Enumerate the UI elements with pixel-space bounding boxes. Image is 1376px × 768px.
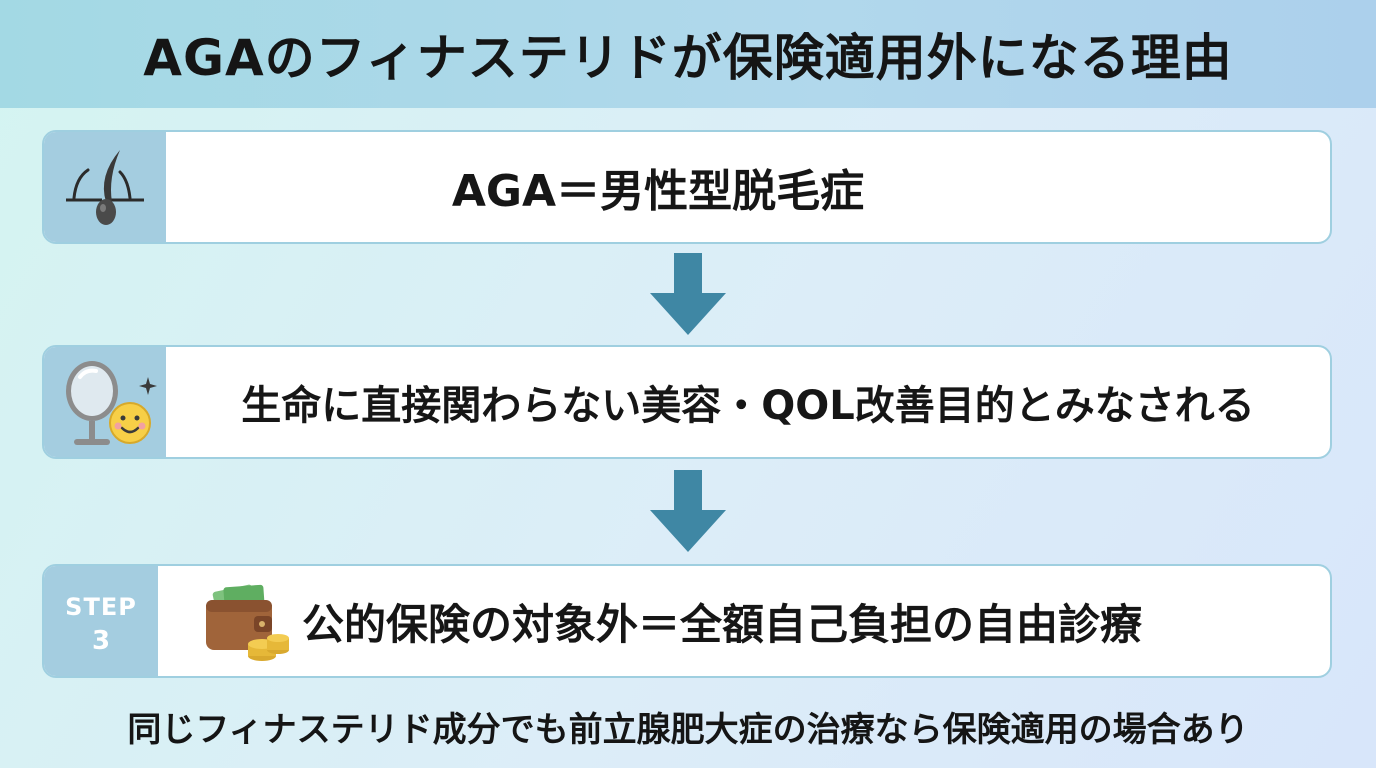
page-title: AGAのフィナステリドが保険適用外になる理由 (143, 29, 1233, 87)
arrow-down-icon (650, 253, 726, 335)
step-1-text: AGA＝男性型脱毛症 (451, 166, 865, 217)
footnote: 同じフィナステリド成分でも前立腺肥大症の治療なら保険適用の場合あり (127, 710, 1249, 750)
hair-follicle-icon (66, 150, 144, 225)
wallet-coins-icon (206, 584, 289, 661)
step-card-1: AGA＝男性型脱毛症 (42, 130, 1332, 244)
step-card-3: STEP 3 公的保険の対象外＝全額自己負担の自由診療 (42, 564, 1332, 678)
step-3-text: 公的保険の対象外＝全額自己負担の自由診療 (302, 599, 1143, 649)
header-banner: AGAのフィナステリドが保険適用外になる理由 (0, 0, 1376, 108)
step-number: 3 (91, 626, 111, 656)
step-card-2: 生命に直接関わらない美容・QOL改善目的とみなされる (42, 345, 1332, 459)
step-word: STEP (65, 593, 137, 621)
step-2-icon-box (44, 347, 166, 457)
arrow-down-icon (650, 470, 726, 552)
mirror-smile-icon (66, 361, 157, 445)
step-2-text: 生命に直接関わらない美容・QOL改善目的とみなされる (241, 383, 1255, 429)
step-3-badge: STEP 3 (44, 566, 158, 676)
step-1-icon-box (44, 132, 166, 242)
step-3-label: STEP 3 (44, 590, 158, 658)
